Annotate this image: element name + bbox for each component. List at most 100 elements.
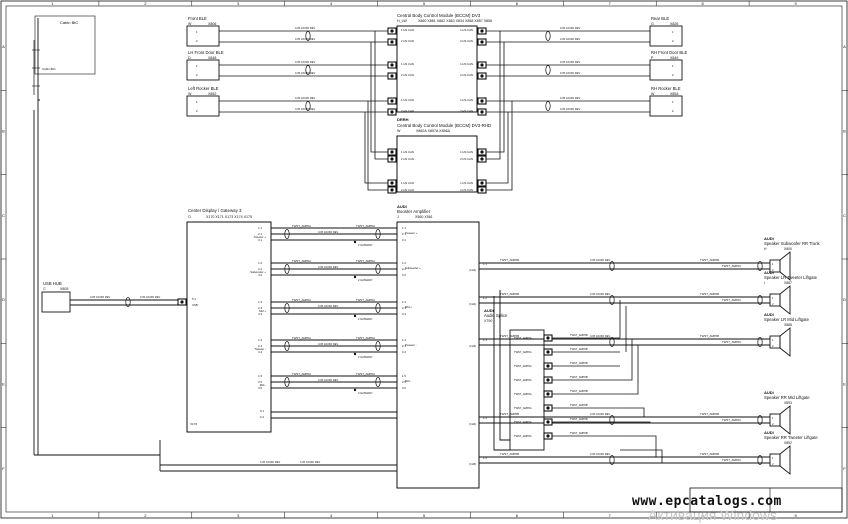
amp-pin-number: 1.2 xyxy=(483,296,487,300)
front-ble-id: W xyxy=(188,22,192,26)
display-pin-number: 5.1 xyxy=(192,297,196,301)
amp-pin-number: 1.1 xyxy=(402,226,406,230)
harness-label: TWST_AMP0A xyxy=(292,224,311,228)
pin-number: 1 xyxy=(772,416,774,420)
grid-row-label: C xyxy=(843,213,846,218)
connector-pin xyxy=(480,99,484,103)
harness-label: TWST_AMP0B xyxy=(570,361,588,365)
harness-label: TWST_AMP0B xyxy=(500,452,519,456)
wire xyxy=(370,42,388,153)
display-pin-number: 1.3 xyxy=(258,300,262,304)
connector-pin xyxy=(390,29,394,33)
splice-pin-label: TWST_AMP0A xyxy=(514,392,532,396)
pin-number: 2 xyxy=(772,344,774,348)
booster-amp-connectors: X560 X561 xyxy=(415,215,433,219)
center-display-id: O xyxy=(188,215,191,219)
watermark-url: www.epcatalogs.com xyxy=(632,494,782,509)
connector-pin xyxy=(546,336,550,340)
amp-pin-label: Subwoofer + xyxy=(405,266,421,270)
display-pin-label: USB xyxy=(192,303,198,307)
amp-pin-number: 1.3 xyxy=(402,300,406,304)
wire-spec-label: 0.35 GN RD REV xyxy=(590,292,610,296)
twisted-pair-icon xyxy=(375,264,381,274)
wire-spec-label: 0.35 GN RD REV xyxy=(318,378,338,382)
wire-spec-label: 0.35 GN RD REV xyxy=(90,295,110,299)
left-rocker-ble-conn: X852 xyxy=(208,92,216,96)
left-rocker-ble-id: W xyxy=(188,92,192,96)
bcm-rhd-id: W xyxy=(397,129,401,133)
grid-row-label: E xyxy=(2,382,5,387)
twisted-pair-icon xyxy=(375,377,381,387)
splice-point xyxy=(353,388,357,392)
wire xyxy=(620,345,639,395)
grid-column-label: 8 xyxy=(702,1,705,6)
grid-column-label: 9 xyxy=(794,1,797,6)
rear-ble-name: Rear BLE xyxy=(651,16,669,21)
display-pin-number: 1.4 xyxy=(258,338,262,342)
display-pin-label: Tweeter + xyxy=(254,235,267,239)
grid-row-label: D xyxy=(2,297,5,302)
twisted-pair-icon xyxy=(305,101,311,111)
connector-pin xyxy=(480,157,484,161)
display-pin-number: 2.1 xyxy=(258,232,262,236)
bcm-lhd-name: Central Body Control Module (BCCM) DV3 xyxy=(397,13,481,18)
pin-number: 1 xyxy=(772,296,774,300)
harness-label: TWST_AMP0A xyxy=(292,336,311,340)
twisted-pair-icon xyxy=(284,341,290,351)
bcm-pin-label: 1 HS CAN xyxy=(401,181,414,185)
harness-label: TWST_AMP0A xyxy=(356,336,375,340)
pin-number: 1 xyxy=(672,64,674,68)
rh-front-door-ble-box xyxy=(649,59,683,81)
twisted-pair-icon xyxy=(757,295,763,305)
splice-pin-label: TWST_AMP0A xyxy=(514,420,532,424)
bcm-rhd-name: Central Body Control Module (BCCM) DV3-R… xyxy=(397,123,491,128)
wire-spec-label: 0.35 GN RD REV xyxy=(590,334,610,338)
front-ble-conn: X806 xyxy=(208,22,216,26)
speaker-rr-mid-tag: AUDI xyxy=(764,390,774,395)
wire-spec-label: 0.35 GN RD REV xyxy=(590,412,610,416)
rh-front-door-ble-conn: X849 xyxy=(670,56,678,60)
wire-spec-label: 0.35 GN RD REV xyxy=(560,26,580,30)
twisted-pair-icon xyxy=(375,341,381,351)
wire xyxy=(493,296,510,451)
amp-pin-number: 1.5 xyxy=(483,456,487,460)
twisted-pair-icon xyxy=(757,261,763,271)
pin-number: 1 xyxy=(196,30,198,34)
pin-number: 2 xyxy=(772,462,774,466)
pin-number: 2 xyxy=(772,302,774,306)
bcm-rhd-tag: DRRH xyxy=(397,117,409,122)
center-display-connectors: X170 X171 X173 X174 X175 xyxy=(206,215,252,219)
grid-row-label: C xyxy=(2,213,5,218)
bcm-pin-label: 2 HS CAN xyxy=(460,39,473,43)
bcm-lhd-box xyxy=(396,25,478,113)
bcm-pin-label: 1 HS CAN xyxy=(401,62,414,66)
display-pin-number: 3.5 xyxy=(258,386,262,390)
twisted-pair-icon xyxy=(305,31,311,41)
wire-spec-label: 0.35 GN RD REV xyxy=(140,295,160,299)
harness-label: TWST_AMP0B xyxy=(500,292,519,296)
wire-spec-label: 0.35 GN RD REV xyxy=(590,452,610,456)
grid-column-label: 4 xyxy=(330,513,333,518)
wire-spec-label: 0.35 GN RD REV xyxy=(295,96,315,100)
speaker-subwoofer-trunk-id: H xyxy=(764,247,767,251)
rh-rocker-ble-id: W xyxy=(651,92,655,96)
grid-column-label: 6 xyxy=(516,1,519,6)
twisted-pair-icon xyxy=(609,261,615,271)
amp-pin-number: 3.1 xyxy=(402,238,406,242)
bcm-rhd-connectors: X862A X857A X856A xyxy=(416,129,451,133)
connector-pin xyxy=(390,181,394,185)
harness-label: TWST_AMP0C xyxy=(722,340,741,344)
pin-number: 1 xyxy=(672,100,674,104)
connector-pin xyxy=(480,188,484,192)
bcm-pin-label: 2 HS CAN xyxy=(401,157,414,161)
connector-pin xyxy=(390,74,394,78)
connector-pin xyxy=(480,181,484,185)
twisted-pair-icon xyxy=(284,229,290,239)
harness-label: TWST_AMP0B xyxy=(500,258,519,262)
display-pin-label: Mid - xyxy=(260,383,266,387)
harness-label: TWST_AMP0B xyxy=(570,375,588,379)
display-pin-number: 2.4 xyxy=(258,344,262,348)
wire xyxy=(486,31,501,160)
bcm-lhd-connectors: X860 X861 X862 X863 X834 X858 X857 X856 xyxy=(418,19,492,23)
wire-spec-label: 0.35 GN RD REV xyxy=(560,60,580,64)
